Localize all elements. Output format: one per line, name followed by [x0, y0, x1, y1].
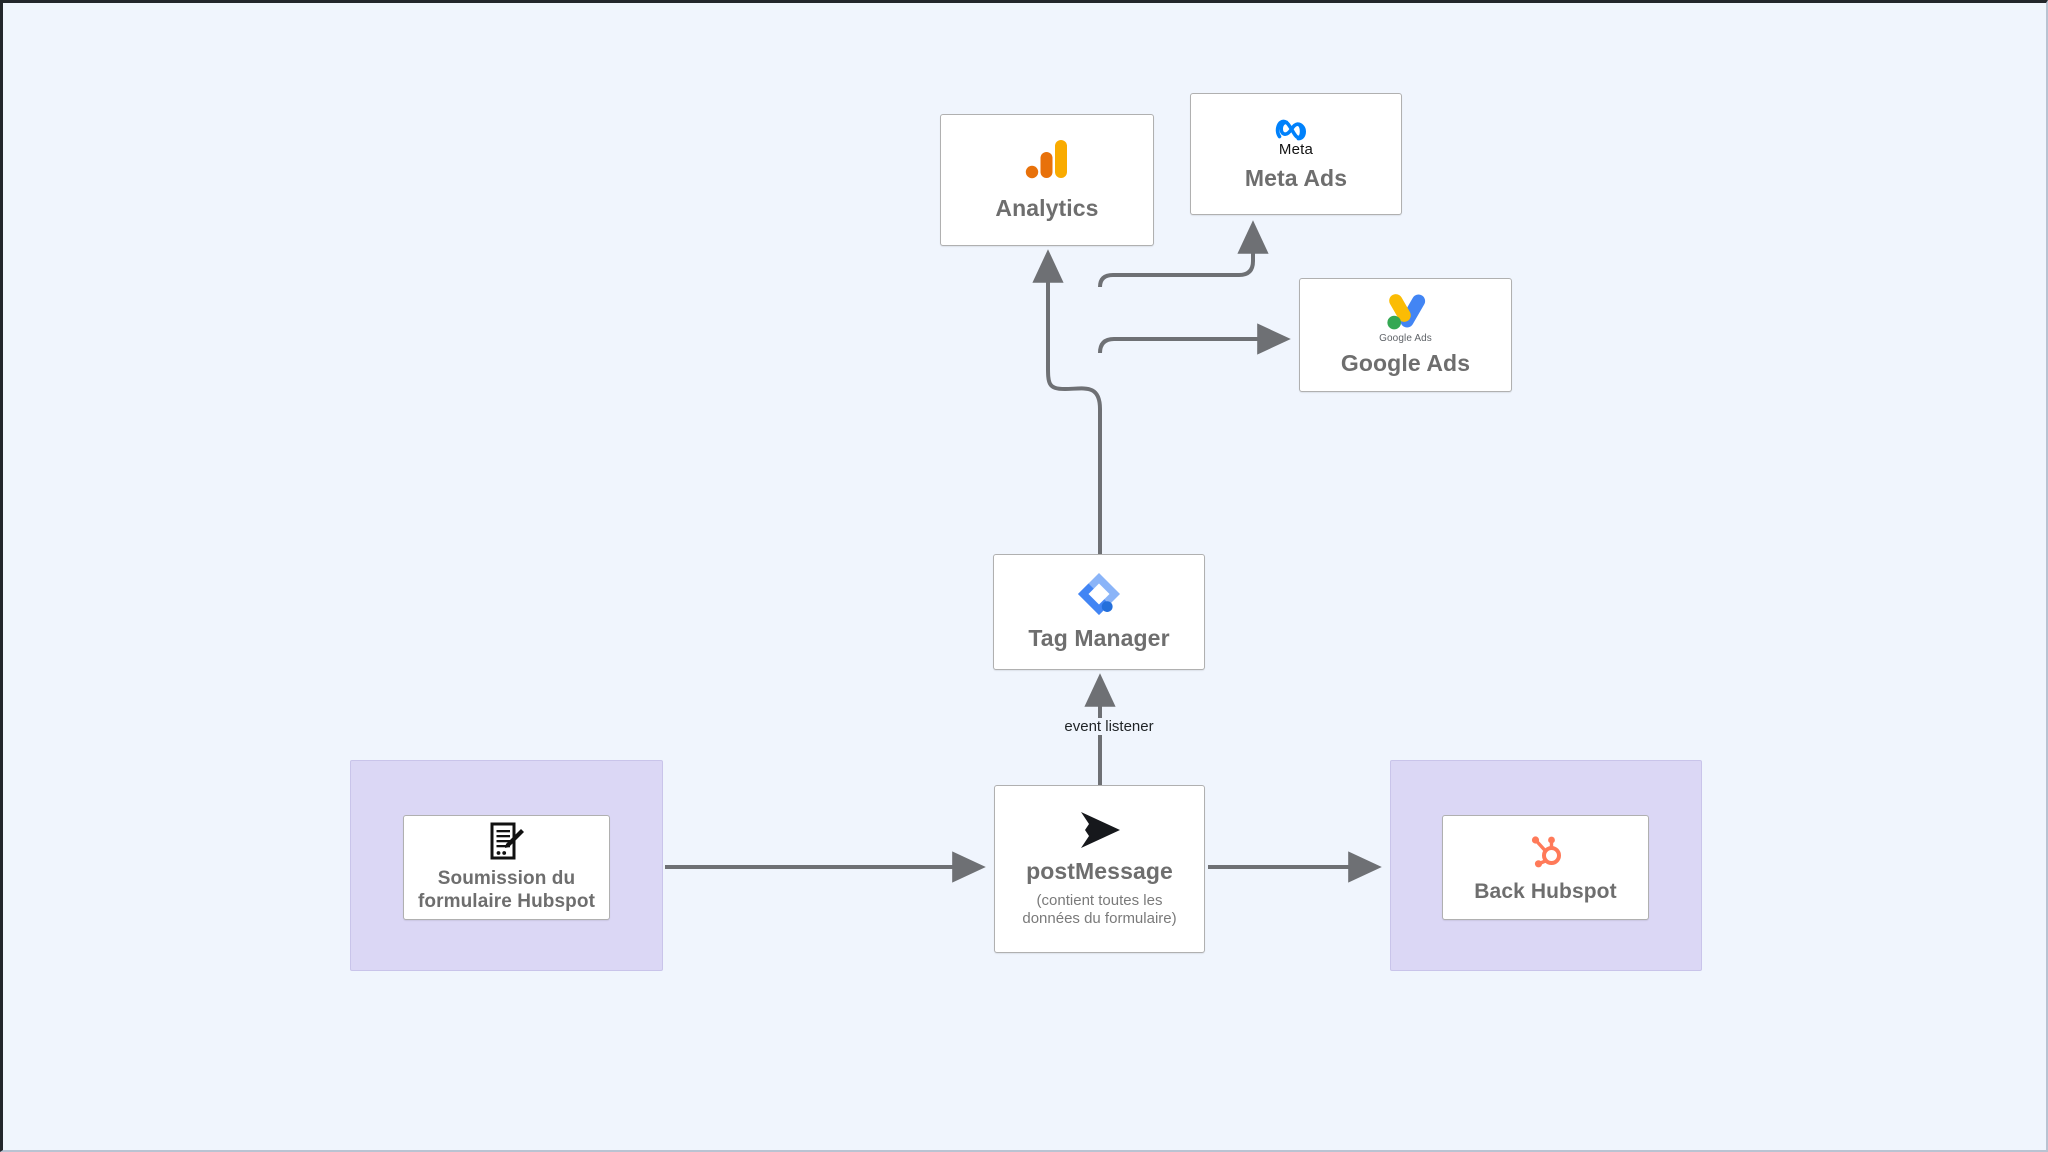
node-post-message-sublabel: (contient toutes les données du formulai…	[1022, 891, 1177, 927]
chevron-send-icon	[1080, 812, 1120, 849]
hubspot-icon	[1531, 836, 1561, 868]
node-analytics-label: Analytics	[995, 194, 1099, 221]
node-back-hubspot[interactable]: Back Hubspot	[1442, 815, 1649, 920]
document-pencil-icon	[490, 822, 524, 860]
edge-tagmanager-to-google-ads	[1098, 323, 1291, 355]
node-post-message-label: postMessage	[1026, 858, 1173, 885]
node-back-hubspot-label: Back Hubspot	[1474, 879, 1617, 903]
meta-logo-icon	[1275, 119, 1307, 141]
node-tag-manager[interactable]: Tag Manager	[993, 554, 1205, 670]
google-analytics-icon	[1025, 139, 1067, 179]
node-analytics[interactable]: Analytics	[940, 114, 1154, 246]
node-google-ads-label: Google Ads	[1340, 350, 1471, 377]
node-meta-ads[interactable]: Meta Meta Ads	[1190, 93, 1402, 215]
node-post-message[interactable]: postMessage (contient toutes les données…	[994, 785, 1205, 953]
node-google-ads[interactable]: Google Ads Google Ads	[1299, 278, 1512, 392]
node-tag-manager-label: Tag Manager	[1028, 625, 1170, 652]
edge-label-event-listener: event listener	[1043, 718, 1175, 735]
meta-wordmark: Meta	[1278, 140, 1314, 158]
edge-tagmanager-to-analytics	[1032, 249, 1102, 410]
node-form-submission[interactable]: Soumission du formulaire Hubspot	[403, 815, 610, 920]
google-ads-wordmark: Google Ads	[1379, 333, 1432, 345]
node-meta-ads-label: Meta Ads	[1244, 164, 1348, 191]
google-tag-manager-icon	[1078, 573, 1120, 616]
google-ads-icon	[1386, 294, 1425, 330]
node-form-submission-label: Soumission du formulaire Hubspot	[417, 868, 596, 912]
